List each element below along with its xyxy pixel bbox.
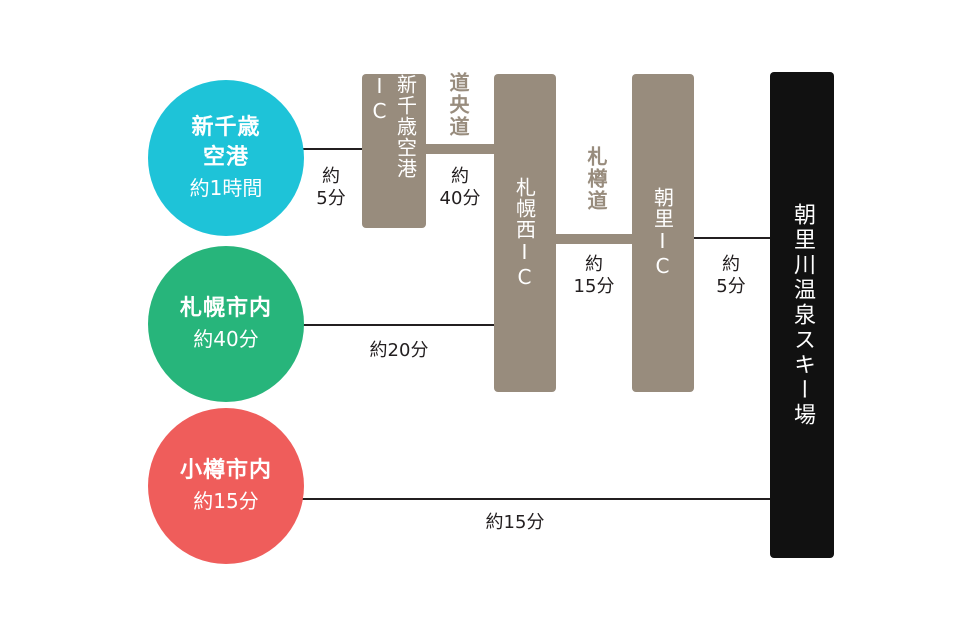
time-asari-to-destination: 約 5分 <box>716 254 746 297</box>
interchange-sapporo-nishi: 札幌西IC <box>494 74 556 392</box>
time-sapporo-nishi-to-asari: 約 15分 <box>573 254 615 297</box>
connector-asari-to-destination <box>692 237 772 239</box>
origin-airport-time: 約1時間 <box>189 176 263 200</box>
origin-sapporo-time: 約40分 <box>193 327 259 351</box>
origin-sapporo: 札幌市内 約40分 <box>148 246 304 402</box>
road-label-sattaru: 札樽道 <box>584 146 608 212</box>
time-sapporo-to-ic: 約20分 <box>369 340 429 361</box>
connector-otaru-to-destination <box>298 498 772 500</box>
origin-sapporo-name: 札幌市内 <box>179 296 272 321</box>
road-label-doo: 道央道 <box>446 72 470 138</box>
interchange-asari-label: 朝里IC <box>650 187 675 279</box>
connector-sapporo-to-ic <box>298 324 496 326</box>
origin-otaru: 小樽市内 約15分 <box>148 408 304 564</box>
destination-ski-resort: 朝里川温泉スキー場 <box>770 72 834 558</box>
connector-airport-to-ic <box>298 148 364 150</box>
interchange-asari: 朝里IC <box>632 74 694 392</box>
interchange-shin-chitose-label: 新千歳空港IC <box>367 74 418 179</box>
connector-sattaru-expressway <box>554 234 634 244</box>
connector-doo-expressway <box>424 144 496 154</box>
origin-otaru-name: 小樽市内 <box>179 458 272 483</box>
origin-airport: 新千歳 空港 約1時間 <box>148 80 304 236</box>
destination-label: 朝里川温泉スキー場 <box>790 202 815 428</box>
interchange-sapporo-nishi-label: 札幌西IC <box>512 176 537 290</box>
origin-airport-name: 新千歳 空港 <box>191 115 261 170</box>
origin-otaru-time: 約15分 <box>193 489 259 513</box>
time-otaru-to-destination: 約15分 <box>485 512 545 533</box>
interchange-shin-chitose: 新千歳空港IC <box>362 74 426 228</box>
time-airport-to-ic: 約 5分 <box>316 166 346 209</box>
time-ic-to-sapporo-nishi: 約 40分 <box>439 166 481 209</box>
